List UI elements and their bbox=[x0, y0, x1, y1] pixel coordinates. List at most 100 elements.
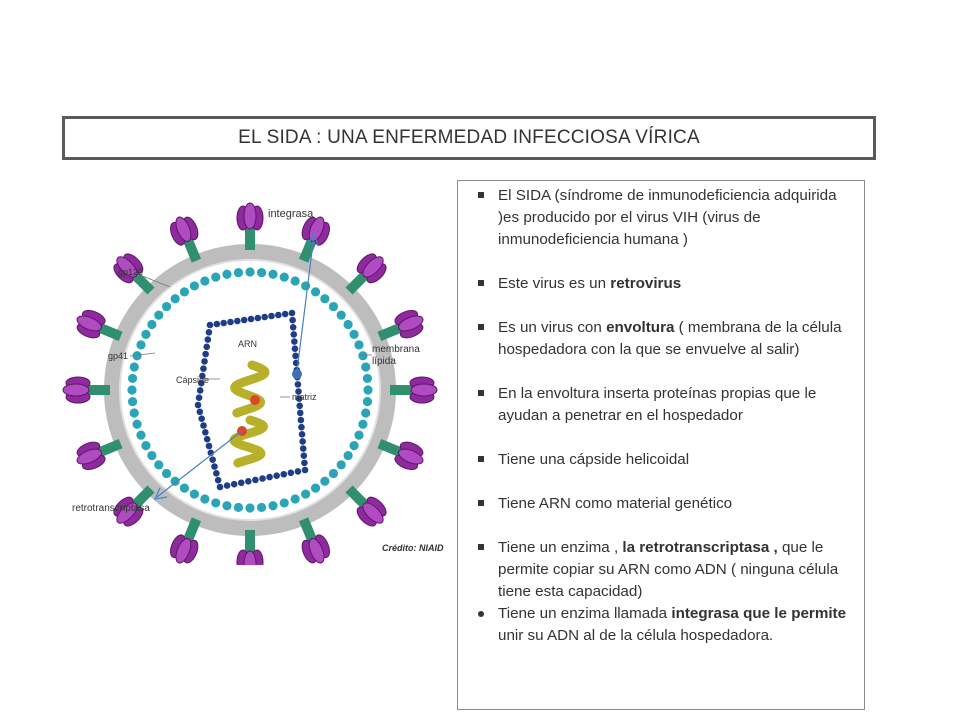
capsid-bead bbox=[197, 379, 205, 387]
matrix-bead bbox=[245, 503, 255, 513]
bullet-bold-text: integrasa que le permite bbox=[671, 605, 847, 622]
capsid-bead bbox=[287, 469, 295, 477]
matrix-bead bbox=[136, 430, 146, 440]
capsid-bead bbox=[295, 395, 303, 402]
capsid-bead bbox=[204, 336, 212, 343]
matrix-bead bbox=[154, 310, 164, 320]
capsid-bead bbox=[299, 445, 307, 452]
matrix-bead bbox=[141, 329, 151, 339]
matrix-bead bbox=[343, 450, 353, 461]
rna-strand bbox=[230, 360, 270, 418]
envelope-spike bbox=[62, 376, 110, 404]
capsid-bead bbox=[294, 381, 302, 388]
matrix-bead bbox=[328, 468, 339, 479]
gp41-stem bbox=[345, 485, 369, 509]
capsid-bead bbox=[205, 328, 213, 336]
capsid-bead bbox=[300, 452, 308, 460]
gp41-stem bbox=[88, 385, 110, 395]
gp41-stem bbox=[245, 228, 255, 250]
gp41-stem bbox=[98, 438, 123, 457]
capsid-bead bbox=[289, 323, 297, 331]
matrix-bead bbox=[189, 281, 199, 291]
matrix-bead bbox=[320, 476, 330, 486]
membrane-inner-edge bbox=[119, 259, 381, 521]
capsid-bead bbox=[296, 402, 303, 410]
matrix-bead bbox=[268, 501, 278, 511]
matrix-bead bbox=[354, 340, 364, 350]
capsid-bead bbox=[196, 387, 204, 394]
capsid-bead bbox=[252, 476, 259, 484]
matrix-bead bbox=[154, 460, 164, 470]
square-bullet-icon bbox=[478, 280, 484, 286]
capsid-bead bbox=[203, 343, 211, 351]
square-bullet-icon bbox=[478, 390, 484, 396]
capsid-bead bbox=[298, 431, 306, 438]
matrix-bead bbox=[363, 385, 373, 395]
matrix-bead bbox=[200, 276, 210, 286]
matrix-bead bbox=[328, 301, 339, 312]
bullet-text: que le permite copiar su ARN como ADN ( … bbox=[498, 539, 839, 600]
gp120-lobe bbox=[398, 448, 424, 465]
gp120-lobe bbox=[410, 383, 438, 397]
gp120-lobe bbox=[308, 538, 325, 564]
gp120-lobe bbox=[116, 256, 138, 278]
capsid-bead bbox=[200, 365, 207, 372]
bullet-text: Este virus es un bbox=[498, 275, 611, 292]
capsid-bead bbox=[280, 470, 288, 478]
matrix-bead bbox=[290, 276, 300, 286]
matrix-bead bbox=[349, 441, 359, 451]
label-lipida: lípida bbox=[372, 356, 396, 367]
matrix-bead bbox=[361, 408, 371, 418]
capsid-bead bbox=[195, 394, 203, 402]
gp120-lobe bbox=[175, 538, 192, 564]
gp120-lobe bbox=[76, 448, 102, 465]
capsid-bead bbox=[296, 409, 304, 417]
matrix-bead bbox=[129, 362, 139, 372]
capsid-bead bbox=[209, 456, 216, 463]
capsid-bead bbox=[223, 482, 231, 489]
matrix-bead bbox=[362, 373, 373, 384]
capsid-bead bbox=[291, 345, 299, 352]
bullet-item: Tiene una cápside helicoidal bbox=[470, 449, 848, 471]
envelope-spike bbox=[76, 438, 123, 470]
matrix-bead bbox=[127, 373, 138, 384]
matrix-bead bbox=[245, 267, 255, 277]
label-matriz: matriz bbox=[292, 392, 317, 402]
integrasa-arrowhead bbox=[307, 231, 319, 247]
capsid-bead bbox=[290, 331, 298, 338]
retrotranscriptase-enzyme bbox=[250, 395, 260, 405]
hiv-virus-illustration: integrasa gp120 gp41 ARN Cápside membran… bbox=[62, 202, 444, 578]
matrix-bead bbox=[361, 362, 371, 372]
matrix-bead bbox=[127, 385, 137, 395]
bullet-item: Es un virus con envoltura ( membrana de … bbox=[470, 317, 848, 361]
matrix-bead bbox=[222, 269, 232, 279]
gp120-lobe bbox=[362, 502, 384, 524]
matrix-bead bbox=[211, 272, 221, 282]
page-title: EL SIDA : UNA ENFERMEDAD INFECCIOSA VÍRI… bbox=[238, 127, 700, 148]
bullet-text: Tiene un enzima llamada bbox=[498, 605, 672, 622]
matrix-bead bbox=[233, 502, 244, 513]
gp41-stem bbox=[183, 238, 202, 263]
bullet-item: En la envoltura inserta proteínas propia… bbox=[470, 383, 848, 427]
gp120-lobe bbox=[62, 383, 90, 397]
matrix-bead bbox=[336, 460, 346, 470]
capsid-bead bbox=[299, 438, 306, 445]
capsid-bead bbox=[291, 338, 298, 345]
bullet-text: ( membrana de la célula hospedadora con … bbox=[498, 319, 842, 358]
matrix-bead bbox=[279, 498, 289, 508]
matrix-bead bbox=[179, 287, 190, 297]
square-bullet-icon bbox=[478, 500, 484, 506]
bullet-text: Tiene una cápside helicoidal bbox=[498, 451, 690, 468]
capsid-bead bbox=[237, 479, 245, 487]
label-capside: Cápside bbox=[176, 375, 209, 385]
capsid-bead bbox=[301, 466, 309, 474]
bullet-text: Es un virus con bbox=[498, 319, 607, 336]
gp41-stem bbox=[298, 517, 317, 542]
label-arn: ARN bbox=[238, 339, 257, 349]
gp41-stem bbox=[377, 323, 402, 342]
matrix-bead bbox=[161, 468, 172, 479]
membrane-ring bbox=[104, 244, 396, 536]
gp41-stem bbox=[98, 323, 123, 342]
integrasa-arrow bbox=[296, 234, 315, 372]
matrix-bead bbox=[362, 396, 373, 407]
